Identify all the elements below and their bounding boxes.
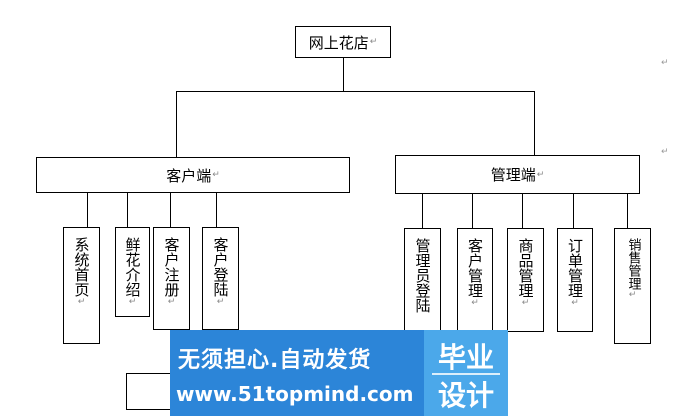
admin-connector — [534, 91, 535, 155]
paragraph-mark: ↵ — [536, 169, 545, 180]
client-child-label: 鲜花介绍 — [123, 237, 142, 297]
client-connector — [176, 91, 177, 157]
client-child-label: 客户登陆 — [211, 237, 230, 297]
hidden-node — [126, 373, 176, 410]
client-child-node: 客户注册 ↵ — [153, 227, 190, 330]
paragraph-mark: ↵ — [369, 37, 378, 47]
admin-child-label: 商品管理 — [516, 238, 535, 298]
watermark-right-top: 毕业 — [437, 341, 494, 374]
watermark-right-panel: 毕业 设计 — [424, 330, 508, 416]
root-label: 网上花店 — [308, 33, 369, 52]
client-child-node: 系统首页 ↵ — [63, 227, 100, 344]
paragraph-mark: ↵ — [661, 147, 669, 157]
watermark-right-bottom: 设计 — [437, 379, 494, 412]
admin-label: 管理端 — [490, 166, 536, 184]
client-child-node: 客户登陆 ↵ — [202, 227, 239, 330]
client-node: 客户端↵ — [36, 157, 350, 193]
paragraph-mark: ↵ — [128, 297, 137, 307]
client-child-node: 鲜花介绍 ↵ — [115, 227, 150, 317]
paragraph-mark: ↵ — [571, 298, 579, 308]
paragraph-mark: ↵ — [521, 298, 530, 308]
watermark-slogan: 无须担心.自动发货 — [178, 348, 372, 373]
watermark-url: www.51topmind.com — [176, 382, 414, 406]
admin-child-label: 订单管理 — [566, 238, 584, 298]
client-child-label: 客户注册 — [162, 237, 181, 297]
admin-child-connector — [522, 194, 523, 228]
client-child-connector — [127, 193, 128, 227]
root-connector — [343, 58, 344, 91]
paragraph-mark: ↵ — [212, 170, 220, 180]
paragraph-mark: ↵ — [167, 297, 176, 307]
watermark-banner: 无须担心.自动发货 www.51topmind.com 毕业 设计 — [170, 330, 508, 416]
client-child-connector — [216, 193, 217, 227]
admin-child-connector — [472, 194, 473, 228]
admin-child-node: 商品管理 ↵ — [507, 228, 544, 332]
client-child-connector — [87, 193, 88, 227]
admin-node: 管理端↵ — [395, 155, 640, 194]
admin-child-node: 客户管理 ↵ — [457, 228, 493, 332]
admin-child-label: 客户管理 — [466, 238, 484, 298]
admin-child-connector — [573, 194, 574, 228]
admin-child-label: 管理员登陆 — [413, 238, 432, 313]
admin-child-node: 销售管理 ↵ — [614, 228, 651, 344]
watermark-divider — [432, 373, 500, 375]
admin-child-node: 管理员登陆 — [404, 228, 441, 332]
watermark-left-panel: 无须担心.自动发货 www.51topmind.com — [170, 330, 424, 416]
paragraph-mark: ↵ — [216, 297, 225, 307]
admin-child-connector — [627, 194, 628, 228]
client-label: 客户端 — [166, 166, 212, 185]
branch-bar — [176, 91, 535, 92]
client-child-connector — [170, 193, 171, 227]
paragraph-mark: ↵ — [628, 290, 637, 300]
admin-child-connector — [422, 194, 423, 228]
admin-child-node: 订单管理 ↵ — [557, 228, 593, 332]
paragraph-mark: ↵ — [471, 298, 479, 308]
admin-child-label: 销售管理 — [625, 238, 641, 290]
root-node: 网上花店↵ — [295, 26, 391, 58]
paragraph-mark: ↵ — [661, 58, 669, 68]
paragraph-mark: ↵ — [77, 297, 86, 307]
client-child-label: 系统首页 — [72, 237, 91, 297]
